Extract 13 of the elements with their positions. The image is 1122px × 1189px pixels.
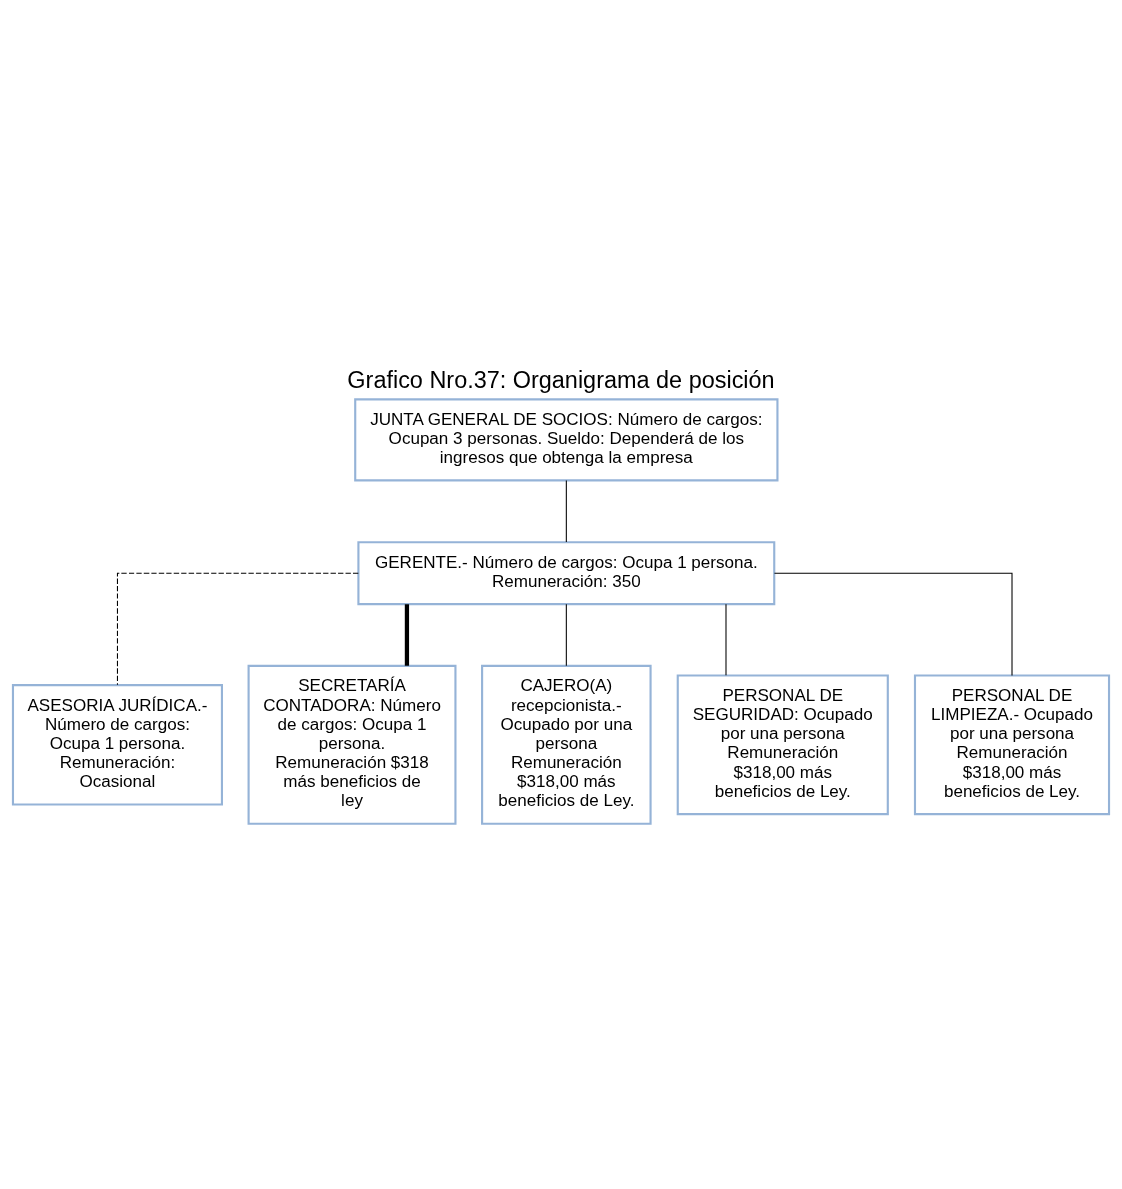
connector (404, 604, 410, 666)
connector (116, 572, 359, 686)
node-box: GERENTE.- Número de cargos: Ocupa 1 persona. Remuneración: 350 (357, 541, 776, 606)
connector (773, 572, 1013, 677)
node-box: CAJERO(A) recepcionista.- Ocupado por una persona Remuneración $318,00 más beneficios de Ley. (481, 664, 652, 825)
node-box: SECRETARÍA CONTADORA: Número de cargos: Ocupa 1 persona. Remuneración $318 más beneficios de ley (247, 664, 457, 825)
node-box: PERSONAL DE SEGURIDAD: Ocupado por una persona Remuneración $318,00 más beneficios de Ley. (676, 674, 889, 816)
connector (565, 480, 567, 543)
node-box: PERSONAL DE LIMPIEZA.- Ocupado por una persona Remuneración $318,00 más beneficios de Ley. (913, 674, 1111, 816)
connector (565, 603, 567, 667)
diagram-title: Grafico Nro.37: Organigrama de posición (347, 367, 775, 394)
node-box: ASESORIA JURÍDICA.- Número de cargos: Ocupa 1 persona. Remuneración: Ocasional (11, 684, 223, 806)
node-box: JUNTA GENERAL DE SOCIOS: Número de cargos: Ocupan 3 personas. Sueldo: Dependerá de los ingresos que obtenga la empresa (354, 398, 779, 482)
